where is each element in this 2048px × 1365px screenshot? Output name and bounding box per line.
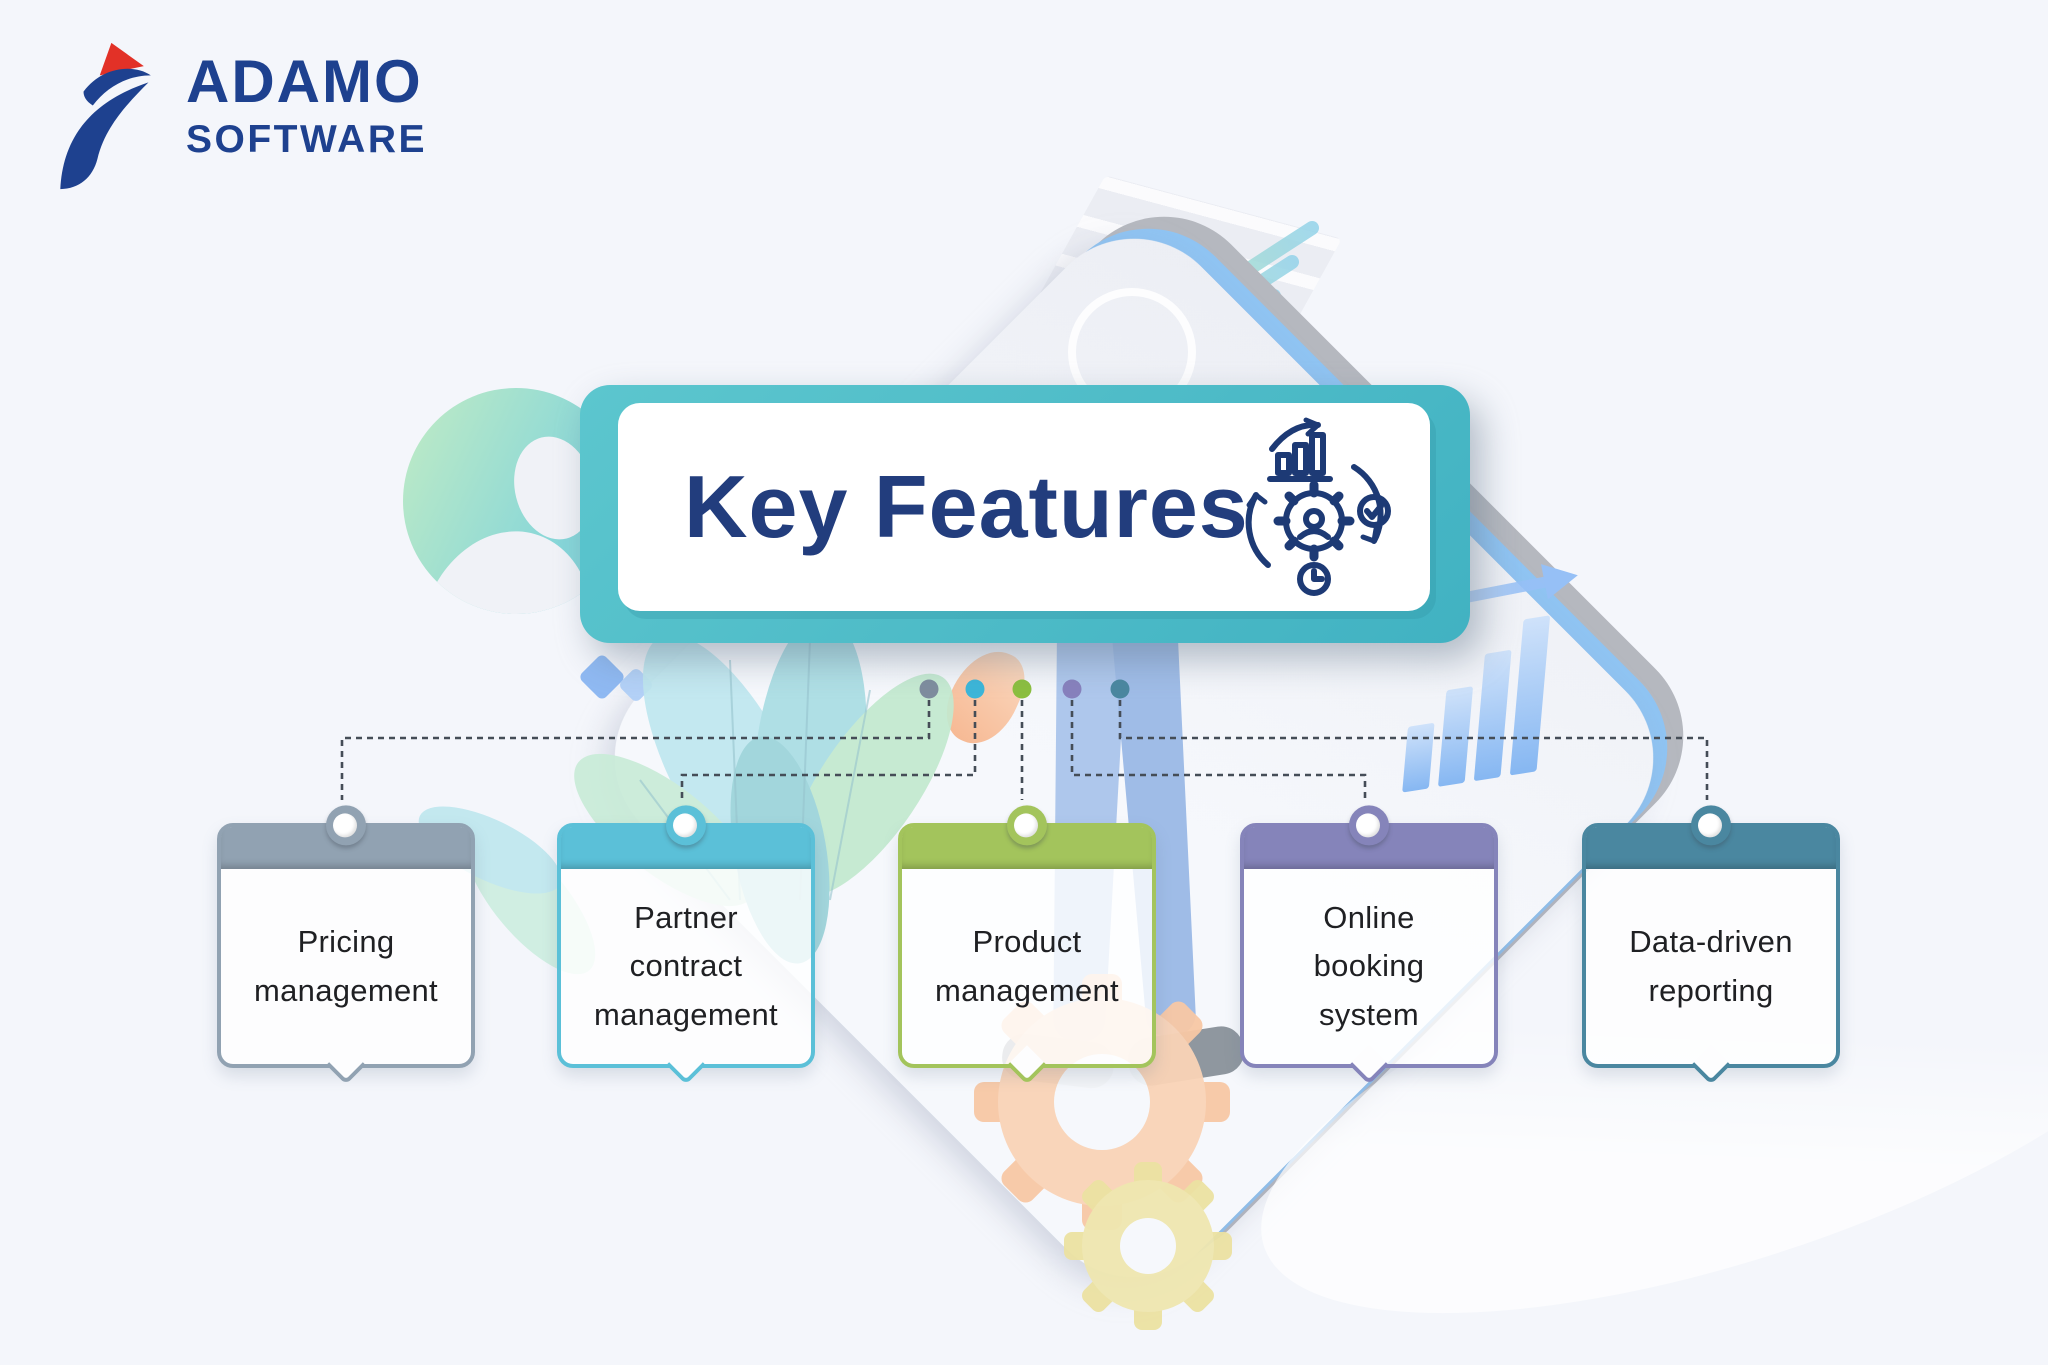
- connector-dot: [1062, 679, 1082, 699]
- process-management-icon: [1245, 417, 1391, 596]
- pin-icon: [1007, 805, 1047, 846]
- pin-icon: [1691, 805, 1731, 846]
- connector-dot: [1012, 679, 1032, 699]
- pin-icon: [326, 805, 366, 846]
- connector-dot: [919, 679, 939, 699]
- pin-icon: [666, 805, 706, 846]
- connector-path: [1070, 700, 1367, 800]
- connector-path: [340, 700, 931, 800]
- adamo-software-logo: ADAMO SOFTWARE: [58, 38, 478, 198]
- connector-path: [1118, 700, 1709, 800]
- key-features-panel: Key Features: [618, 403, 1430, 611]
- adamo-bird-mark-icon: [60, 42, 151, 190]
- key-features-banner: Key Features: [580, 385, 1470, 643]
- connector-dot: [1110, 679, 1130, 699]
- page-title: Key Features: [684, 457, 1249, 556]
- connector-dot: [965, 679, 985, 699]
- pin-icon: [1349, 805, 1389, 846]
- logo-brand-text: ADAMO: [186, 48, 423, 115]
- connector-path: [680, 700, 977, 800]
- logo-sub-text: SOFTWARE: [186, 118, 427, 161]
